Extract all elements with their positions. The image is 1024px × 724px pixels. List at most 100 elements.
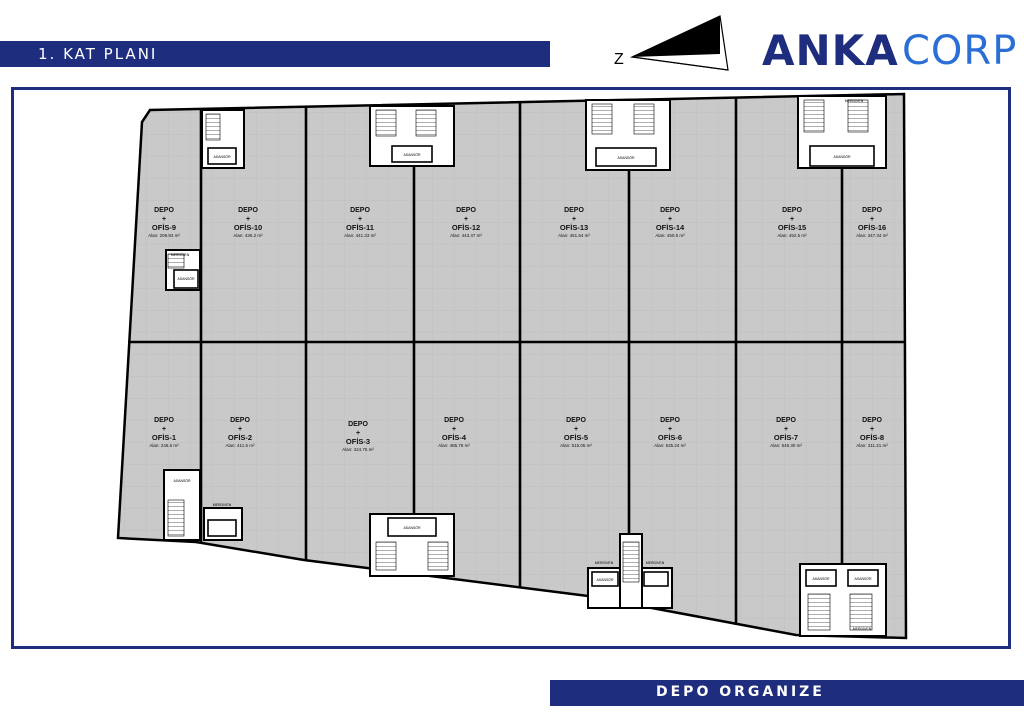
core-bottom-2: ASANSÖR xyxy=(369,513,455,577)
unit-type: DEPO xyxy=(862,417,882,424)
unit-area: Alan: 546.30 m² xyxy=(770,443,802,448)
unit-plus: + xyxy=(870,426,874,433)
unit-plus: + xyxy=(572,216,576,223)
unit-name: OFİS-15 xyxy=(778,223,806,232)
unit-type: DEPO xyxy=(660,417,680,424)
unit-area: Alan: 411.5 m² xyxy=(226,443,255,448)
unit-area: Alan: 443.47 m² xyxy=(450,233,482,238)
elevator-label: ASANSÖR xyxy=(596,578,614,582)
elevator-label: ASANSÖR xyxy=(854,577,872,581)
unit-name: OFİS-12 xyxy=(452,223,480,232)
logo-corp: CORP xyxy=(902,28,1018,74)
unit-name: OFİS-13 xyxy=(560,223,588,232)
unit-type: DEPO xyxy=(776,417,796,424)
unit-area: Alan: 436.2 m² xyxy=(233,233,263,238)
unit-type: DEPO xyxy=(660,207,680,214)
core-left-mid: MERDİVEN ASANSÖR xyxy=(165,249,201,291)
elevator-label: ASANSÖR xyxy=(833,155,851,159)
core-top-4: MERDİVEN ASANSÖR xyxy=(797,95,887,169)
unit-type: DEPO xyxy=(238,207,258,214)
core-top-1: ASANSÖR xyxy=(201,109,245,169)
stair-label: MERDİVEN xyxy=(595,560,614,565)
elevator-label: ASANSÖR xyxy=(177,277,195,281)
elevator-label: ASANSÖR xyxy=(617,156,635,160)
unit-plus: + xyxy=(790,216,794,223)
unit-area: Alan: 515.05 m² xyxy=(560,443,592,448)
unit-name: OFİS-1 xyxy=(152,433,176,442)
unit-name: OFİS-8 xyxy=(860,433,884,442)
unit-type: DEPO xyxy=(566,417,586,424)
unit-name: OFİS-11 xyxy=(346,223,374,232)
stair-label: MERDİVEN xyxy=(213,502,232,507)
unit-type: DEPO xyxy=(456,207,476,214)
unit-name: OFİS-7 xyxy=(774,433,798,442)
unit-plus: + xyxy=(464,216,468,223)
page-title: 1. KAT PLANI xyxy=(38,45,158,63)
unit-area: Alan: 450.5 m² xyxy=(655,233,685,238)
unit-name: OFİS-14 xyxy=(656,223,685,232)
stair-label: MERDİVEN xyxy=(845,98,864,103)
elevator-label: ASANSÖR xyxy=(213,155,231,159)
unit-plus: + xyxy=(162,216,166,223)
unit-plus: + xyxy=(358,216,362,223)
unit-plus: + xyxy=(784,426,788,433)
stair-label: MERDİVEN xyxy=(646,560,665,565)
unit-plus: + xyxy=(246,216,250,223)
unit-type: DEPO xyxy=(154,207,174,214)
core-bottom-3: MERDİVEN MERDİVEN ASANSÖR xyxy=(587,533,673,609)
unit-area: Alan: 451.54 m² xyxy=(558,233,590,238)
unit-area: Alan: 347.34 m² xyxy=(856,233,888,238)
unit-plus: + xyxy=(870,216,874,223)
unit-plus: + xyxy=(162,426,166,433)
unit-type: DEPO xyxy=(230,417,250,424)
unit-name: OFİS-5 xyxy=(564,433,588,442)
unit-area: Alan: 485.76 m² xyxy=(438,443,470,448)
building-outline xyxy=(116,92,908,640)
core-top-2: ASANSÖR xyxy=(369,105,455,167)
north-label: Z xyxy=(614,51,624,68)
core-bottom-4: ASANSÖR ASANSÖR MERDİVEN xyxy=(799,563,887,637)
plan-frame xyxy=(11,87,1011,649)
unit-plus: + xyxy=(452,426,456,433)
unit-type: DEPO xyxy=(350,207,370,214)
unit-area: Alan: 452.5 m² xyxy=(777,233,807,238)
elevator-label: ASANSÖR xyxy=(403,526,421,530)
unit-area: Alan: 441.33 m² xyxy=(344,233,376,238)
unit-plus: + xyxy=(238,426,242,433)
footer-label: DEPO ORGANIZE xyxy=(656,684,825,700)
unit-area: Alan: 311.21 m² xyxy=(856,443,888,448)
unit-plus: + xyxy=(668,426,672,433)
stair-label: MERDİVEN xyxy=(853,626,872,631)
unit-name: OFİS-9 xyxy=(152,223,176,232)
core-top-3: ASANSÖR xyxy=(585,99,671,171)
unit-type: DEPO xyxy=(348,421,368,428)
elevator-label: ASANSÖR xyxy=(173,479,191,483)
unit-area: Alan: 535.24 m² xyxy=(654,443,686,448)
elevator-label: ASANSÖR xyxy=(403,153,421,157)
unit-name: OFİS-6 xyxy=(658,433,682,442)
unit-name: OFİS-4 xyxy=(442,433,467,442)
unit-name: OFİS-3 xyxy=(346,437,370,446)
unit-type: DEPO xyxy=(862,207,882,214)
unit-name: OFİS-16 xyxy=(858,223,886,232)
unit-name: OFİS-10 xyxy=(234,223,262,232)
unit-area: Alan: 209.93 m² xyxy=(148,233,180,238)
footer-bar: DEPO ORGANIZE xyxy=(550,680,1024,706)
unit-plus: + xyxy=(668,216,672,223)
floor-plan: ASANSÖR ASANSÖR ASANSÖR MERDİVEN ASANSÖR… xyxy=(116,92,908,640)
core-bottom-1: ASANSÖR MERDİVEN xyxy=(163,469,243,541)
